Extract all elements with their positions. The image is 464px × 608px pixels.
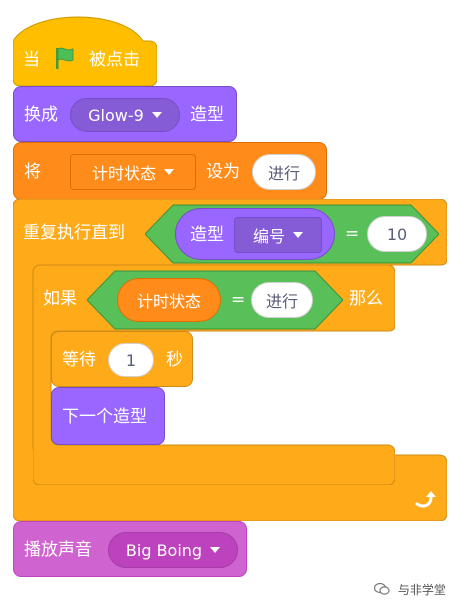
timer-state-reporter[interactable]: 计时状态 (117, 278, 221, 322)
set-value-text: 进行 (267, 164, 300, 183)
if-value-text: 进行 (265, 292, 298, 311)
switch-costume-prefix: 换成 (24, 105, 58, 125)
chevron-down-icon (210, 547, 221, 553)
wait-suffix: 秒 (166, 350, 183, 370)
when-flag-clicked-block[interactable]: 当 被点击 (13, 11, 157, 86)
wait-seconds-input[interactable]: 1 (108, 343, 154, 377)
set-variable-prefix: 将 (24, 162, 41, 182)
set-variable-middle: 设为 (206, 162, 240, 182)
if-equals-operator: = (231, 290, 246, 310)
set-variable-block[interactable]: 将 计时状态 设为 进行 (13, 142, 327, 200)
repeat-until-label: 重复执行直到 (23, 223, 125, 243)
condition-value-input[interactable]: 10 (367, 216, 427, 252)
wait-prefix: 等待 (62, 350, 96, 370)
chevron-down-icon (164, 169, 174, 175)
equals-operator: = (345, 224, 360, 244)
variable-dropdown-value: 计时状态 (91, 164, 156, 183)
if-prefix-label: 如果 (43, 289, 77, 309)
next-costume-block[interactable]: 下一个造型 (51, 387, 165, 445)
variable-dropdown[interactable]: 计时状态 (70, 154, 196, 190)
costume-dropdown-value: Glow-9 (88, 105, 144, 125)
hat-block-shape (13, 16, 157, 86)
wechat-icon (373, 582, 390, 599)
costume-reporter[interactable]: 造型 编号 (175, 208, 335, 260)
if-value-input[interactable]: 进行 (251, 282, 313, 318)
hat-prefix-label: 当 (23, 50, 40, 70)
reporter-dropdown-value: 编号 (252, 227, 285, 246)
wait-block[interactable]: 等待 1 秒 (51, 331, 193, 387)
if-suffix-label: 那么 (349, 289, 383, 309)
sound-dropdown[interactable]: Big Boing (108, 532, 238, 568)
green-flag-icon (53, 46, 77, 74)
wait-seconds-text: 1 (125, 350, 137, 370)
condition-value-text: 10 (386, 224, 408, 244)
set-value-input[interactable]: 进行 (252, 154, 316, 190)
equals-condition[interactable]: 造型 编号 = 10 (145, 204, 439, 264)
sound-dropdown-value: Big Boing (125, 540, 203, 560)
next-costume-label: 下一个造型 (62, 407, 147, 427)
if-then-block[interactable]: 如果 计时状态 = 进行 那么 (33, 265, 395, 485)
timer-state-reporter-text: 计时状态 (136, 292, 201, 311)
play-sound-block[interactable]: 播放声音 Big Boing (13, 521, 247, 577)
if-equals-condition[interactable]: 计时状态 = 进行 (87, 270, 343, 330)
chevron-down-icon (293, 232, 303, 238)
watermark: 与非学堂 (373, 581, 446, 599)
switch-costume-block[interactable]: 换成 Glow-9 造型 (13, 86, 237, 142)
costume-dropdown[interactable]: Glow-9 (70, 98, 180, 132)
switch-costume-suffix: 造型 (190, 105, 224, 125)
play-sound-prefix: 播放声音 (24, 540, 92, 560)
hat-suffix-label: 被点击 (89, 50, 140, 70)
chevron-down-icon (151, 112, 162, 118)
watermark-text: 与非学堂 (397, 583, 446, 597)
repeat-arrow-icon (413, 487, 437, 515)
reporter-label: 造型 (190, 225, 224, 245)
reporter-dropdown[interactable]: 编号 (234, 217, 322, 253)
